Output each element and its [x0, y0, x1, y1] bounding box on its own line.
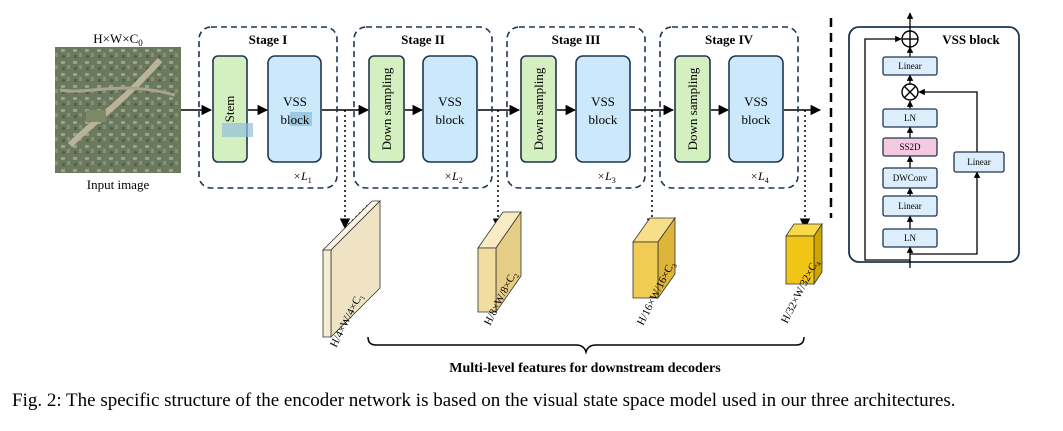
stage-2: Stage II Down sampling VSS block ×L2	[353, 26, 493, 189]
vss-block-4	[728, 55, 784, 163]
features-caption: Multi-level features for downstream deco…	[449, 361, 721, 376]
input-label: Input image	[87, 177, 150, 192]
stage-4-repeat: ×L4	[750, 169, 769, 185]
stage-1-frame	[198, 26, 338, 189]
vss-block-1-label-1: VSS	[283, 94, 307, 109]
vss-detail: VSS block Linear LN	[848, 12, 1020, 268]
svg-text:Linear: Linear	[898, 61, 921, 71]
feature-map-2	[477, 210, 522, 314]
stage-3-title: Stage III	[552, 32, 601, 47]
vss-detail-title: VSS block	[942, 32, 1000, 47]
downsampling-block-4	[674, 55, 711, 163]
svg-text:LN: LN	[904, 233, 916, 243]
vss-block-4-label-1: VSS	[744, 94, 768, 109]
input-section: H×W×C0 Input image	[55, 31, 181, 192]
vss-ln-bottom	[882, 228, 938, 248]
vss-linear-top	[882, 56, 938, 76]
stage-1-title: Stage I	[249, 32, 288, 47]
downsampling-label-4: Down sampling	[685, 67, 700, 150]
stage-2-frame	[353, 26, 493, 189]
stage-2-title: Stage II	[401, 32, 445, 47]
stage-1-repeat: ×L1	[293, 169, 312, 185]
vss-block-1-label-2: block	[281, 112, 310, 127]
stem-highlight	[222, 123, 253, 137]
downsampling-block-2	[368, 55, 405, 163]
vss-block-2	[422, 55, 478, 163]
svg-text:LN: LN	[904, 113, 916, 123]
svg-text:Linear: Linear	[967, 157, 990, 167]
svg-text:DWConv: DWConv	[893, 173, 928, 183]
downsampling-block-3	[520, 55, 557, 163]
stage-3-frame	[506, 26, 646, 189]
encoder-diagram: H×W×C0 Input image Stage I Stem VSS bloc…	[55, 12, 1020, 376]
features-brace	[367, 336, 805, 355]
stage-3: Stage III Down sampling VSS block ×L3	[506, 26, 646, 189]
input-image	[55, 47, 181, 173]
svg-text:SS2D: SS2D	[899, 142, 921, 152]
stage-1: Stage I Stem VSS block ×L1	[198, 26, 338, 189]
stage-3-repeat: ×L3	[597, 169, 616, 185]
stage-4: Stage IV Down sampling VSS block ×L4	[659, 26, 799, 189]
vss-detail-frame	[848, 26, 1020, 263]
vss-block-2-label-1: VSS	[438, 94, 462, 109]
stage-4-title: Stage IV	[705, 32, 754, 47]
stage-4-frame	[659, 26, 799, 189]
feature-map-1	[322, 200, 381, 338]
vss-block-3	[575, 55, 631, 163]
svg-text:Linear: Linear	[898, 201, 921, 211]
vss-block-4-label-2: block	[742, 112, 771, 127]
vss-block-1	[267, 55, 322, 163]
vss-linear-branch	[953, 151, 1005, 173]
downsampling-label-2: Down sampling	[379, 67, 394, 150]
input-dims: H×W×C0	[93, 31, 143, 48]
vss-block-3-label-1: VSS	[591, 94, 615, 109]
downsampling-label-3: Down sampling	[531, 67, 546, 150]
feature-map-4	[785, 222, 823, 286]
vss-block-1-highlight	[290, 112, 312, 126]
stage-2-repeat: ×L2	[444, 169, 463, 185]
vss-linear-bottom	[882, 195, 938, 217]
figure-caption: Fig. 2: The specific structure of the en…	[12, 390, 956, 411]
vss-ss2d	[882, 137, 938, 157]
feature-map-3	[632, 216, 676, 300]
stem-label: Stem	[222, 96, 237, 123]
vss-block-2-label-2: block	[436, 112, 465, 127]
vss-ln-top	[882, 108, 938, 128]
vss-dwconv	[882, 167, 938, 189]
vss-block-3-label-2: block	[589, 112, 618, 127]
